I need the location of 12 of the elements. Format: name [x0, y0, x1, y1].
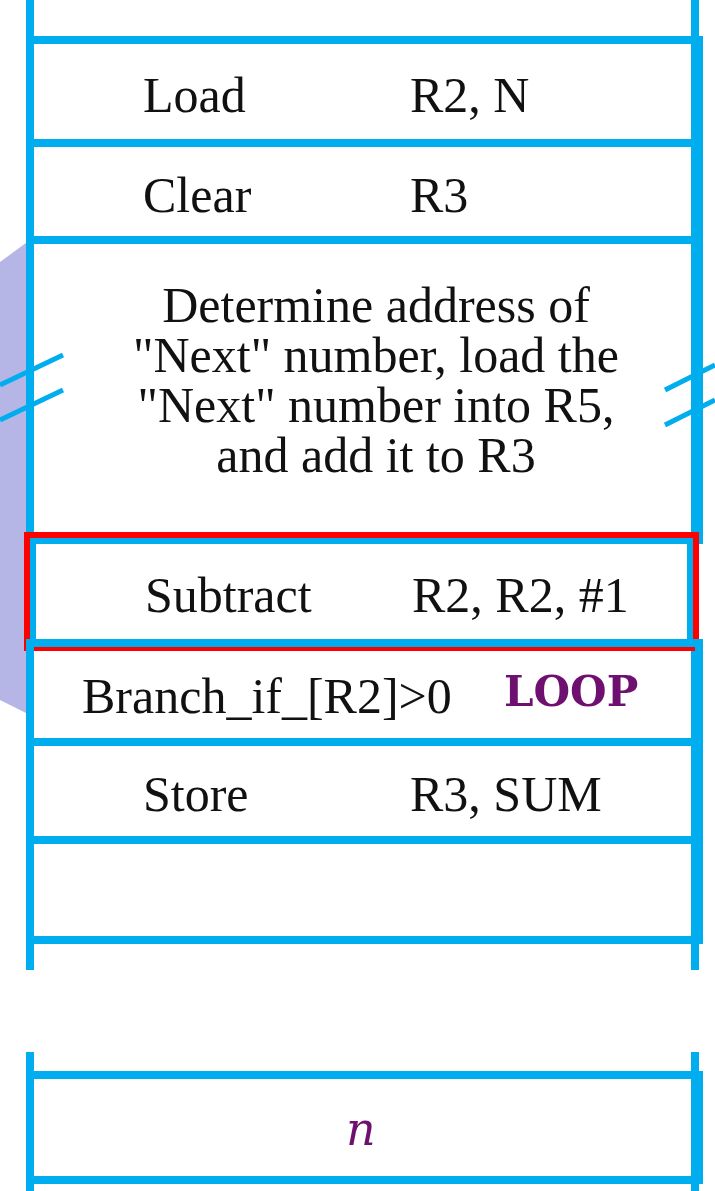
- operand-text: R3, SUM: [410, 769, 602, 819]
- operand-text: R2, R2, #1: [412, 569, 629, 620]
- description-text: Determine address of "Next" number, load the "Next" number into R5, and add it to R3: [132, 280, 620, 480]
- opcode-text: Store: [143, 769, 249, 819]
- operand-text: R2, N: [410, 69, 530, 120]
- operand-text: R3: [410, 169, 469, 220]
- opcode-text: Subtract: [145, 569, 312, 620]
- branch-target-text: LOOP: [504, 670, 639, 713]
- opcode-text: Branch_if_[R2]>0: [82, 670, 452, 721]
- variable-text: n: [346, 1105, 376, 1152]
- opcode-text: Clear: [143, 169, 252, 220]
- opcode-text: Load: [143, 69, 246, 120]
